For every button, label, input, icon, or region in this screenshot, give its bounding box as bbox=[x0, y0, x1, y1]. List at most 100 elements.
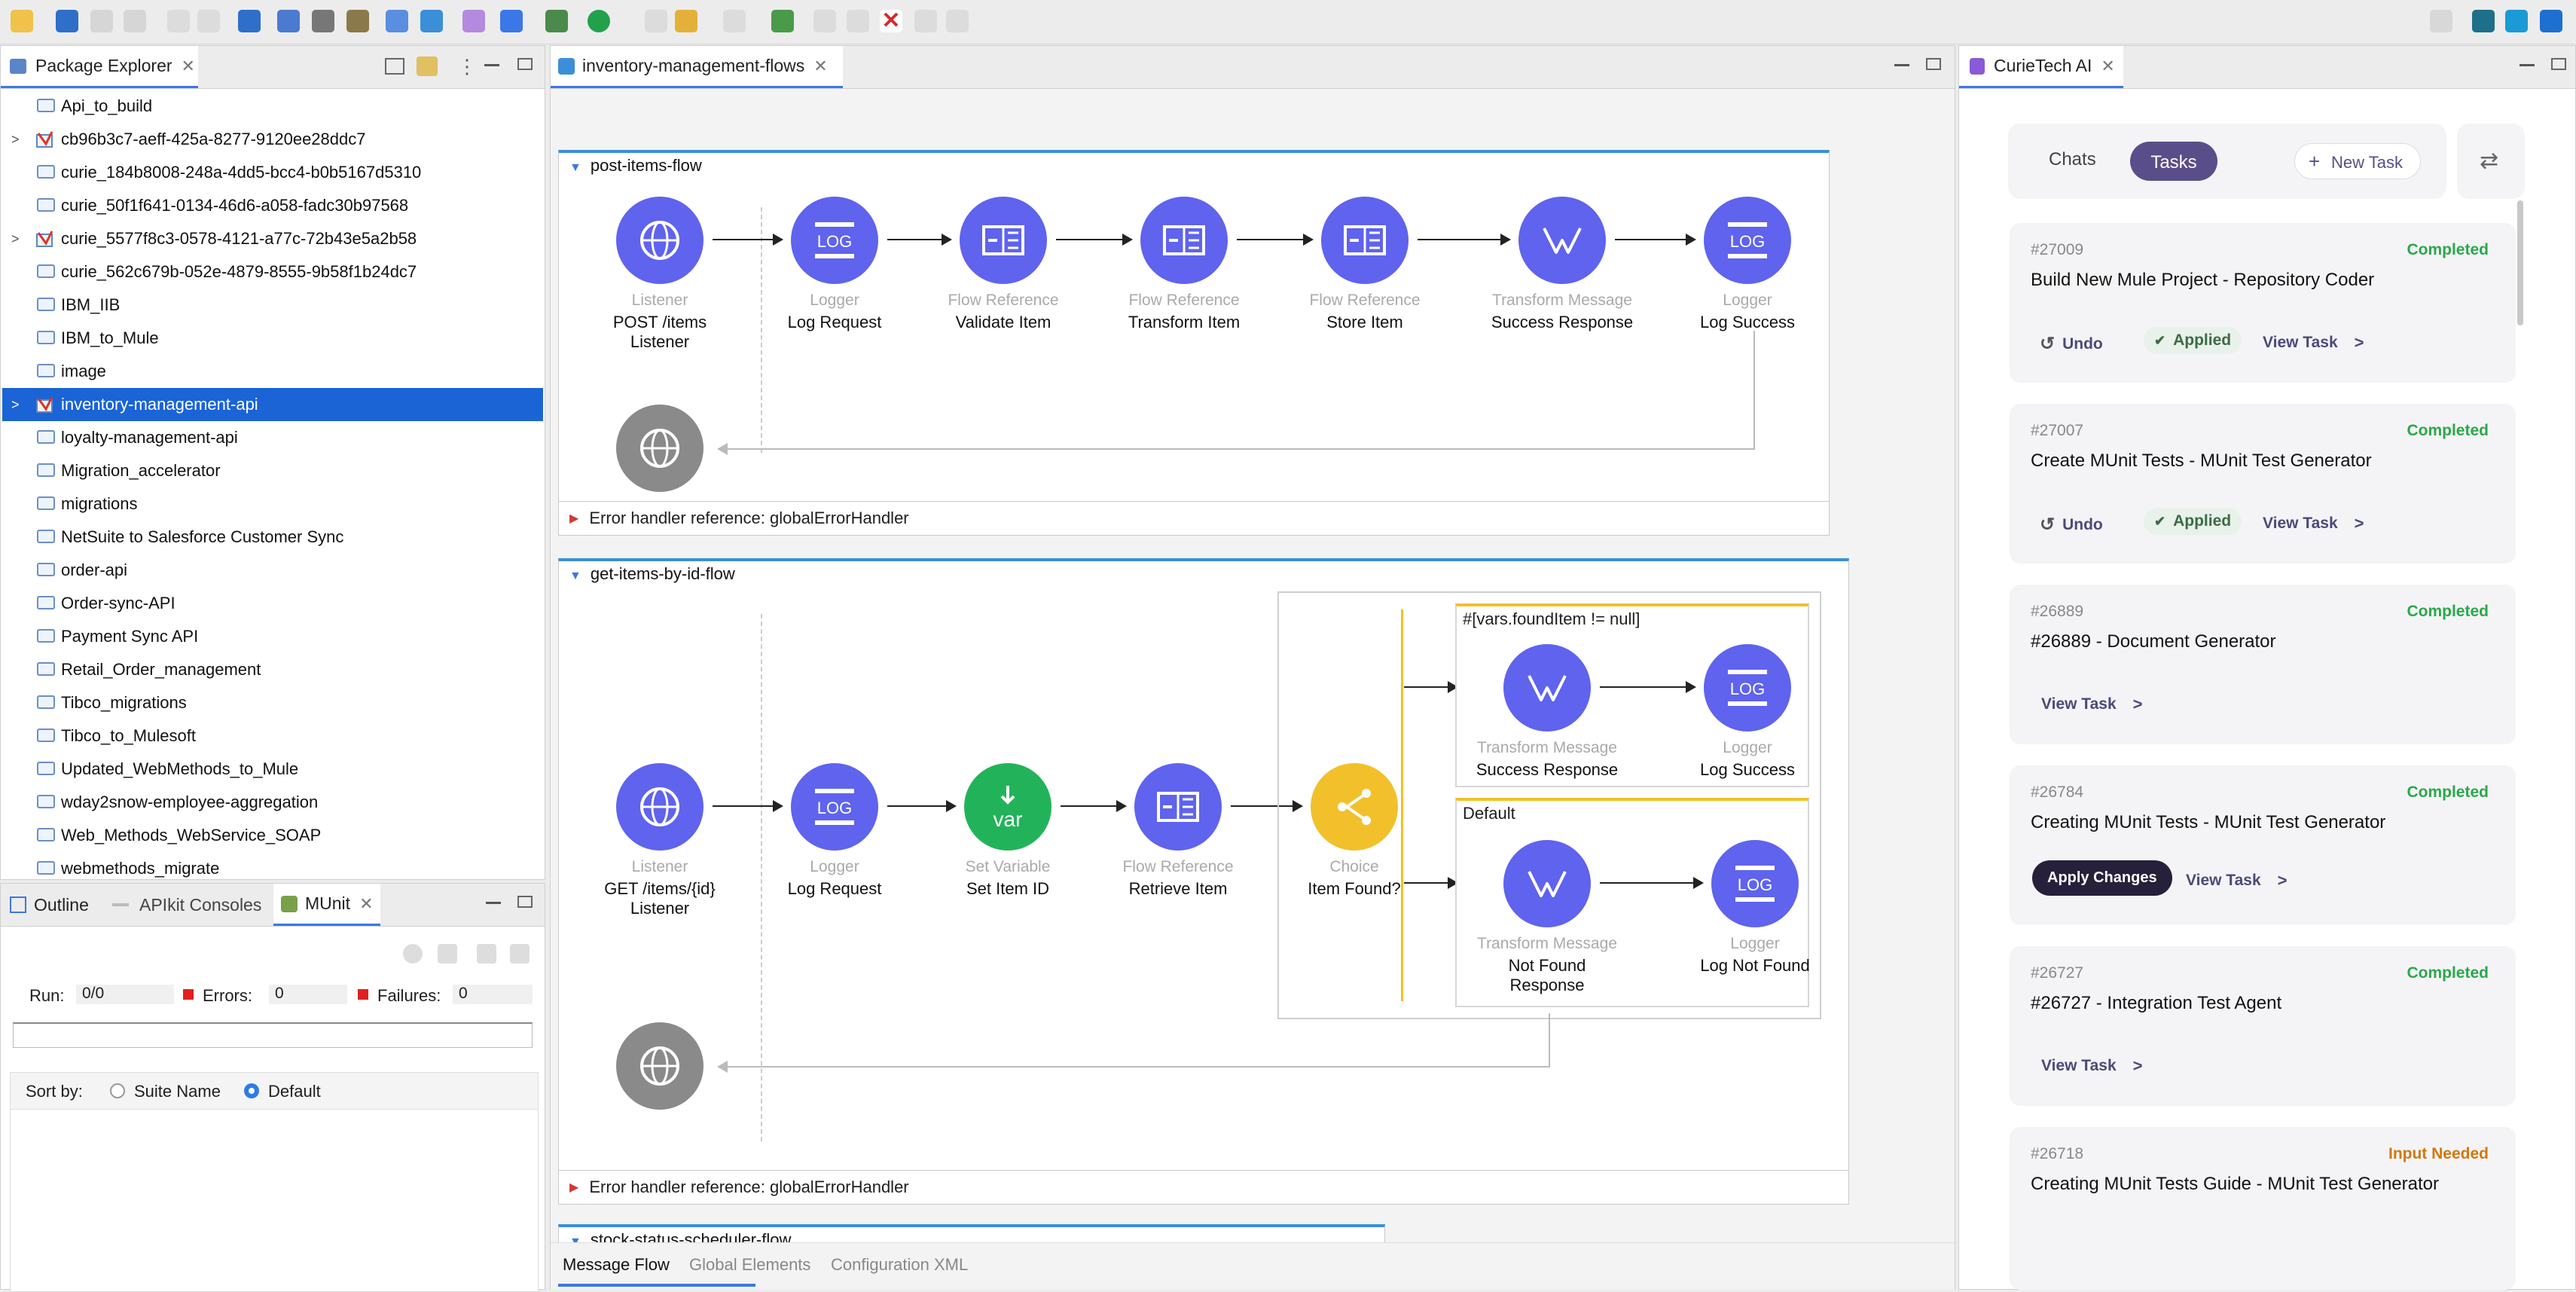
terminate-icon[interactable]: ✕ bbox=[880, 10, 902, 32]
maximize-icon[interactable] bbox=[2551, 58, 2566, 70]
radio-default[interactable] bbox=[244, 1083, 259, 1098]
flow-reference-node[interactable] bbox=[960, 197, 1047, 284]
logger-node[interactable]: LOG bbox=[1704, 644, 1791, 732]
logger-node[interactable]: LOG bbox=[791, 197, 878, 284]
apply-changes-button[interactable]: Apply Changes bbox=[2032, 860, 2172, 896]
mule-project-icon[interactable] bbox=[56, 10, 78, 32]
project-item[interactable]: webmethods_migrate bbox=[2, 852, 543, 885]
next-annotation-icon[interactable] bbox=[645, 10, 667, 32]
minimize-icon[interactable] bbox=[484, 64, 499, 66]
back-icon[interactable] bbox=[675, 10, 697, 32]
undo-button[interactable]: ↺Undo bbox=[2040, 514, 2103, 536]
open-perspective-icon[interactable] bbox=[2430, 10, 2452, 32]
logger-node[interactable]: LOG bbox=[791, 763, 878, 851]
project-item[interactable]: Api_to_build bbox=[2, 90, 543, 123]
tab-apikit-consoles[interactable]: APIkit Consoles bbox=[112, 884, 261, 926]
rerun-failed-icon[interactable] bbox=[438, 944, 457, 964]
close-icon[interactable]: ✕ bbox=[813, 56, 828, 75]
error-handler-bar[interactable]: ▶Error handler reference: globalErrorHan… bbox=[559, 1170, 1848, 1204]
listener-response-node[interactable] bbox=[616, 1022, 704, 1110]
maximize-icon[interactable] bbox=[517, 58, 533, 70]
project-item[interactable]: IBM_IIB bbox=[2, 289, 543, 322]
view-task-button[interactable]: View Task> bbox=[2041, 1056, 2142, 1076]
perspective-design-icon[interactable] bbox=[2505, 10, 2528, 32]
project-item[interactable]: Updated_WebMethods_to_Mule bbox=[2, 753, 543, 786]
sync-icon[interactable] bbox=[420, 10, 443, 32]
minimize-icon[interactable] bbox=[2520, 64, 2535, 66]
disconnect-icon[interactable] bbox=[914, 10, 937, 32]
project-item[interactable]: Payment Sync API bbox=[2, 620, 543, 653]
refresh-icon[interactable] bbox=[500, 10, 523, 32]
minimize-icon[interactable] bbox=[486, 902, 501, 904]
project-item[interactable]: Migration_accelerator bbox=[2, 454, 543, 487]
close-icon[interactable]: ✕ bbox=[2101, 56, 2115, 75]
rerun-icon[interactable] bbox=[403, 944, 423, 964]
project-item[interactable]: migrations bbox=[2, 487, 543, 521]
project-item[interactable]: curie_184b8008-248a-4dd5-bcc4-b0b5167d53… bbox=[2, 156, 543, 189]
link-icon[interactable] bbox=[813, 10, 836, 32]
project-item[interactable]: image bbox=[2, 355, 543, 388]
segment-tasks-bg[interactable]: Tasks bbox=[2130, 142, 2217, 181]
chevron-right-icon[interactable]: > bbox=[11, 231, 20, 246]
unlink-icon[interactable] bbox=[847, 10, 869, 32]
perspective-mule-icon[interactable] bbox=[2472, 10, 2495, 32]
view-task-button[interactable]: View Task> bbox=[2263, 333, 2364, 353]
project-item[interactable]: curie_50f1f641-0134-46d6-a058-fadc30b975… bbox=[2, 189, 543, 222]
flow-icon[interactable] bbox=[277, 10, 300, 32]
redo-icon[interactable] bbox=[197, 10, 220, 32]
scrollbar[interactable] bbox=[2517, 200, 2523, 325]
save-icon[interactable] bbox=[90, 10, 113, 32]
flow-reference-node[interactable] bbox=[1321, 197, 1409, 284]
project-item[interactable]: wday2snow-employee-aggregation bbox=[2, 786, 543, 819]
view-task-button[interactable]: View Task> bbox=[2263, 514, 2364, 533]
project-item[interactable]: Retail_Order_management bbox=[2, 653, 543, 686]
project-item[interactable]: loyalty-management-api bbox=[2, 421, 543, 454]
tab-munit[interactable]: MUnit ✕ bbox=[273, 884, 380, 926]
close-icon[interactable]: ✕ bbox=[359, 893, 374, 913]
project-item[interactable]: order-api bbox=[2, 554, 543, 587]
open-task-icon[interactable] bbox=[771, 10, 794, 32]
project-item[interactable]: >curie_5577f8c3-0578-4121-a77c-72b43e5a2… bbox=[2, 222, 543, 255]
tab-outline[interactable]: Outline bbox=[7, 884, 89, 926]
close-icon[interactable]: ✕ bbox=[181, 56, 195, 75]
radio-suite-name[interactable] bbox=[110, 1083, 125, 1098]
tab-configuration-xml[interactable]: Configuration XML bbox=[831, 1255, 969, 1274]
flow-reference-node[interactable] bbox=[1140, 197, 1228, 284]
maximize-icon[interactable] bbox=[517, 896, 533, 908]
project-item[interactable]: Tibco_to_Mulesoft bbox=[2, 719, 543, 753]
logger-node[interactable]: LOG bbox=[1704, 197, 1791, 284]
project-item[interactable]: NetSuite to Salesforce Customer Sync bbox=[2, 521, 543, 554]
error-handler-bar[interactable]: ▶Error handler reference: globalErrorHan… bbox=[559, 501, 1829, 535]
debug-icon[interactable] bbox=[545, 10, 568, 32]
project-item[interactable]: curie_562c679b-052e-4879-8555-9b58f1b24d… bbox=[2, 255, 543, 289]
forward-icon[interactable] bbox=[723, 10, 746, 32]
listener-node[interactable] bbox=[616, 763, 704, 851]
view-task-button[interactable]: View Task> bbox=[2186, 871, 2287, 890]
project-item[interactable]: >cb96b3c7-aeff-425a-8277-9120ee28ddc7 bbox=[2, 123, 543, 156]
clear-icon[interactable] bbox=[946, 10, 969, 32]
new-task-button[interactable]: + New Task bbox=[2294, 143, 2421, 179]
logger-node[interactable]: LOG bbox=[1711, 840, 1799, 927]
maximize-icon[interactable] bbox=[1926, 58, 1941, 70]
tab-global-elements[interactable]: Global Elements bbox=[689, 1255, 811, 1274]
palette-icon[interactable] bbox=[462, 10, 485, 32]
run-icon[interactable] bbox=[588, 10, 610, 32]
undo-button[interactable]: ↺Undo bbox=[2040, 333, 2103, 355]
perspective-java-icon[interactable] bbox=[2540, 10, 2562, 32]
link-editor-icon[interactable] bbox=[417, 57, 438, 76]
minimize-icon[interactable] bbox=[1894, 64, 1909, 66]
set-variable-node[interactable]: var bbox=[964, 763, 1051, 851]
listener-node[interactable] bbox=[616, 197, 704, 284]
transform-message-node[interactable] bbox=[1503, 840, 1591, 927]
lock-icon[interactable] bbox=[346, 10, 369, 32]
tab-inventory-management-flows[interactable]: inventory-management-flows ✕ bbox=[551, 46, 843, 88]
listener-response-node[interactable] bbox=[616, 405, 704, 492]
view-task-button[interactable]: View Task> bbox=[2041, 695, 2142, 714]
transform-message-node[interactable] bbox=[1503, 644, 1591, 732]
project-item[interactable]: Tibco_migrations bbox=[2, 686, 543, 719]
